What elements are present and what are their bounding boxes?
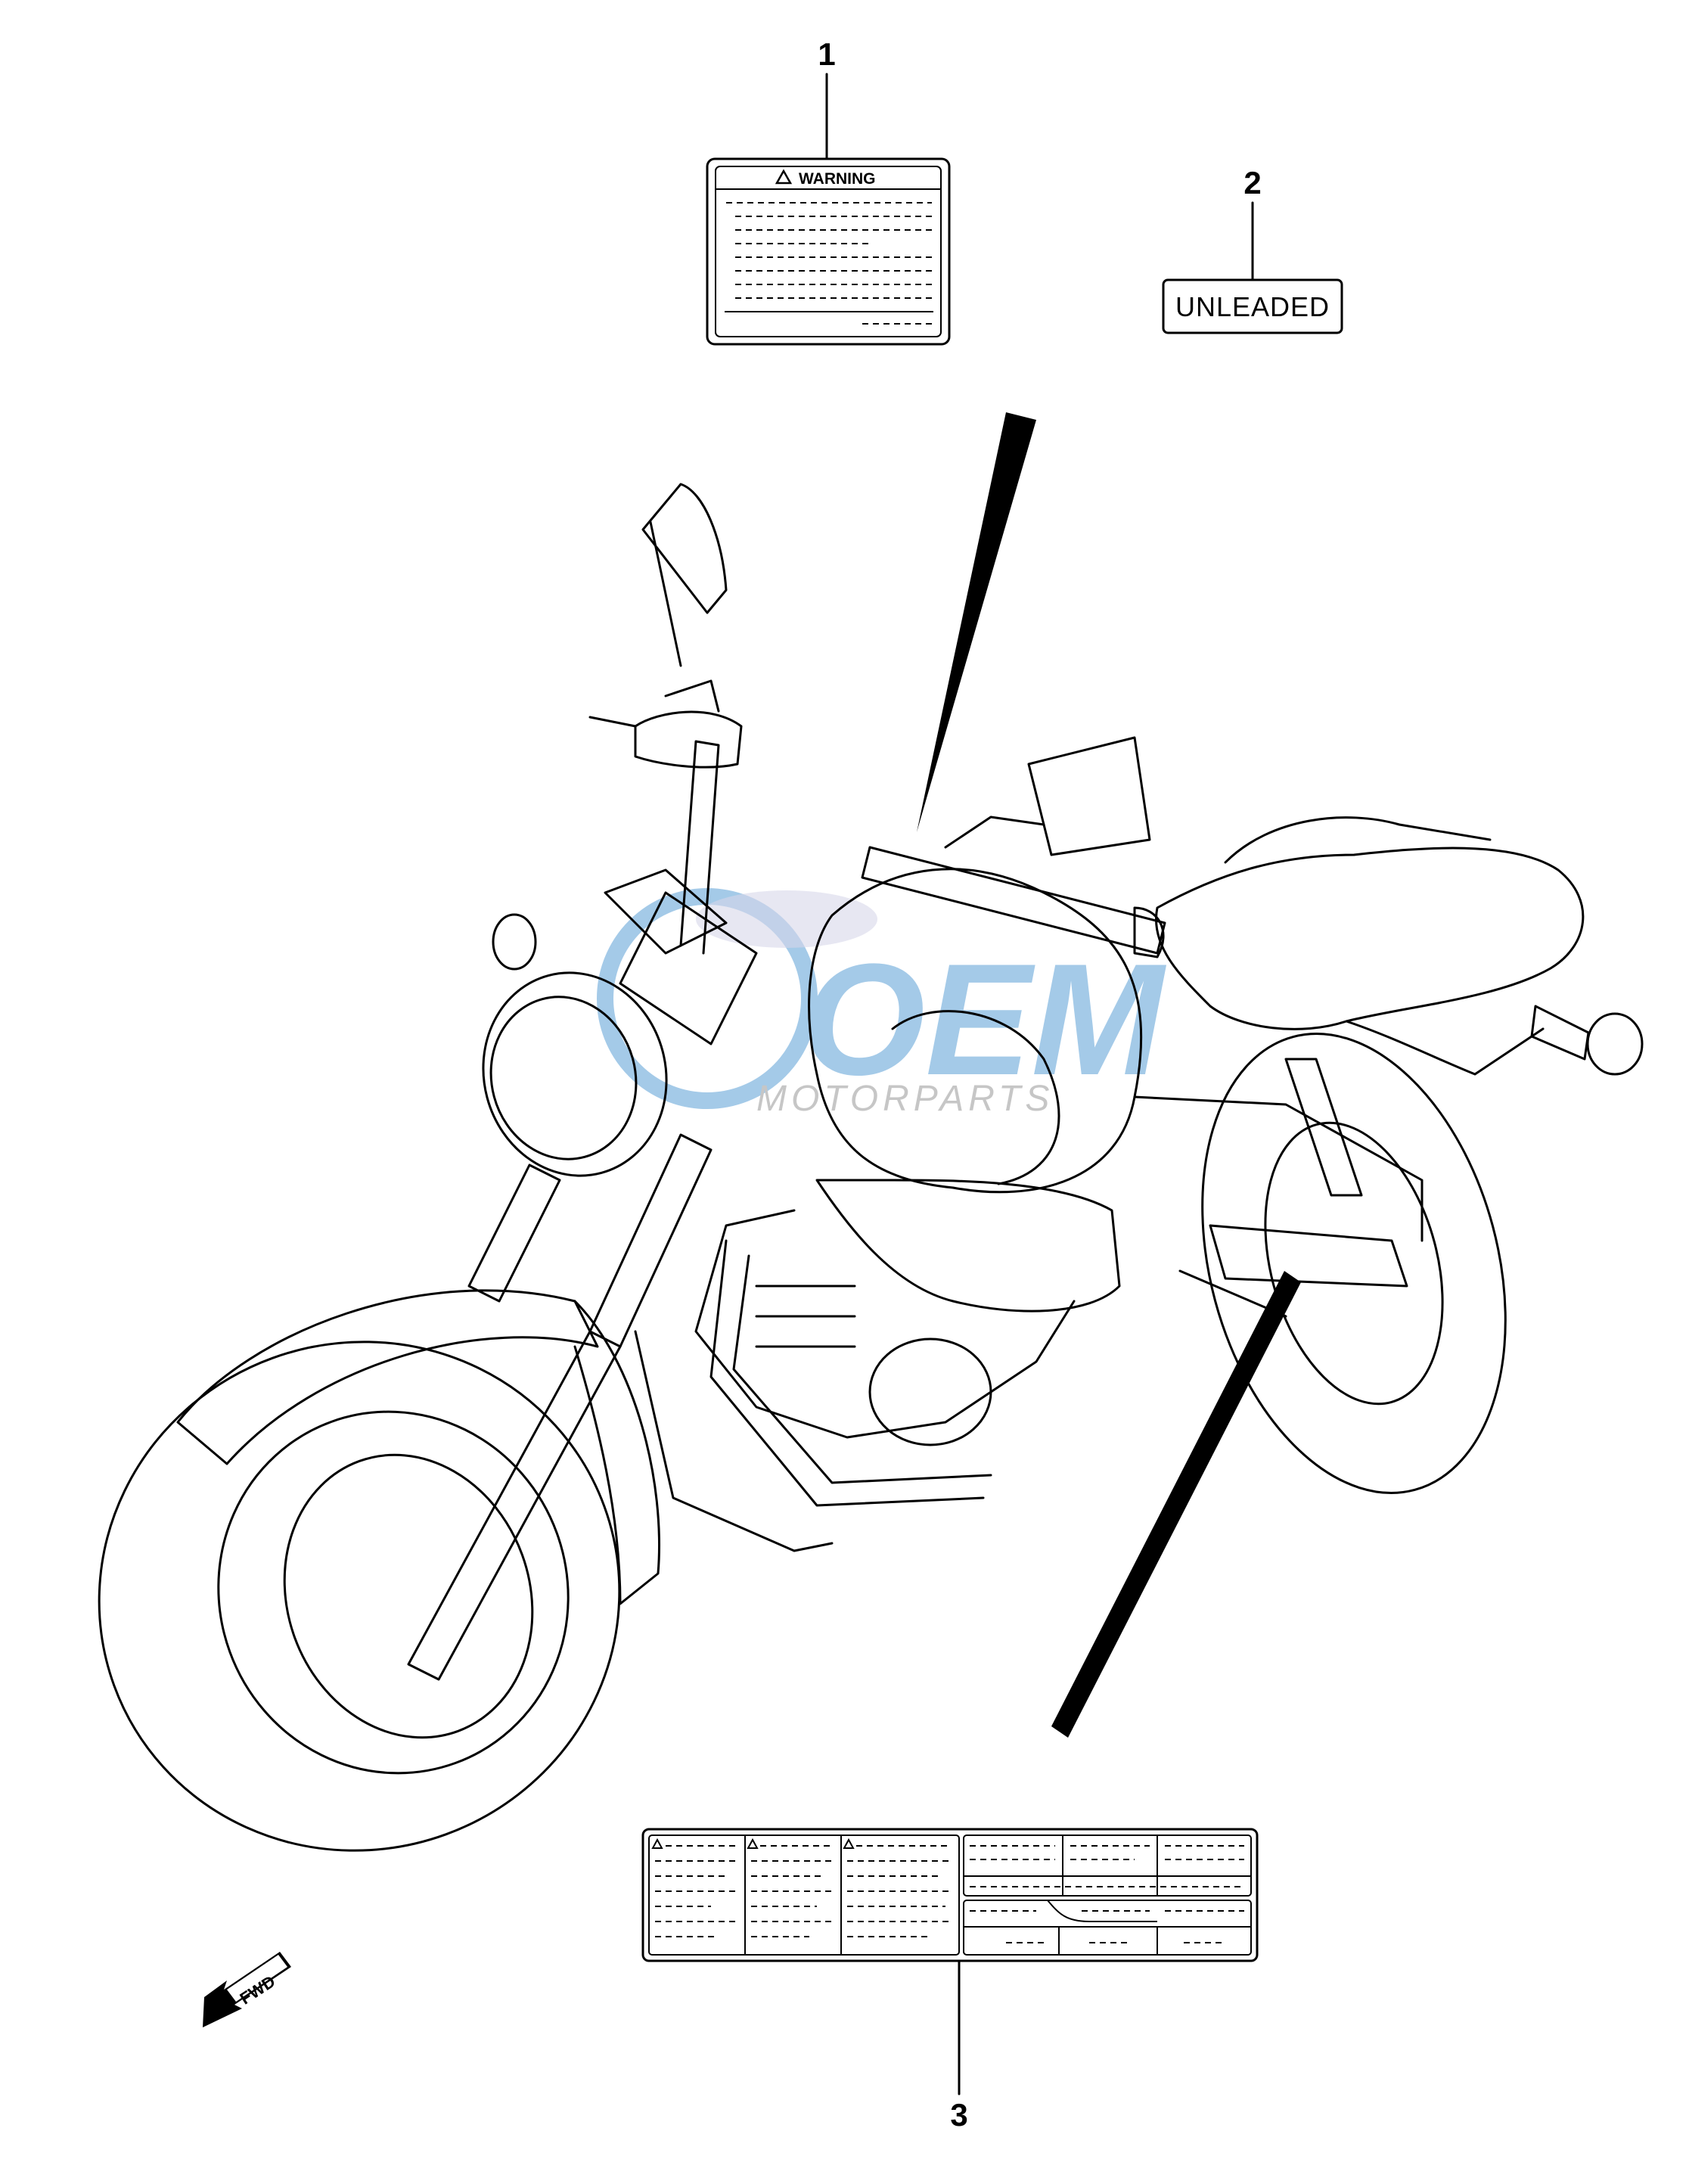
callout-number-1: 1 bbox=[818, 36, 835, 72]
callout-3[interactable]: 3 bbox=[641, 1828, 1259, 2133]
watermark-sub: MOTORPARTS bbox=[756, 1079, 1054, 1119]
pointer-wedge-upper bbox=[917, 412, 1036, 832]
callout-1[interactable]: 1 WARNING bbox=[706, 36, 951, 346]
watermark-brand: OEM bbox=[802, 930, 1166, 1108]
callout-number-3: 3 bbox=[950, 2097, 967, 2133]
callout-2[interactable]: 2 UNLEADED bbox=[1162, 165, 1343, 334]
pointer-wedge-lower bbox=[1051, 1271, 1301, 1738]
callout-number-2: 2 bbox=[1243, 165, 1261, 200]
warning-label-part[interactable]: WARNING bbox=[706, 157, 951, 346]
unleaded-label-part[interactable]: UNLEADED bbox=[1162, 278, 1343, 334]
info-warning-icon-c bbox=[843, 1838, 855, 1849]
info-warning-icon-a bbox=[651, 1838, 663, 1849]
motorcycle-drawing bbox=[98, 483, 1644, 1852]
watermark: OEM MOTORPARTS bbox=[597, 888, 1166, 1119]
unleaded-label-text: UNLEADED bbox=[1175, 291, 1330, 322]
info-label-part[interactable] bbox=[641, 1828, 1259, 1962]
fwd-arrow-icon: FWD bbox=[203, 1952, 291, 2027]
info-warning-icon-b bbox=[747, 1838, 759, 1849]
warning-triangle-icon bbox=[775, 169, 793, 185]
warning-label-text: WARNING bbox=[799, 170, 876, 188]
